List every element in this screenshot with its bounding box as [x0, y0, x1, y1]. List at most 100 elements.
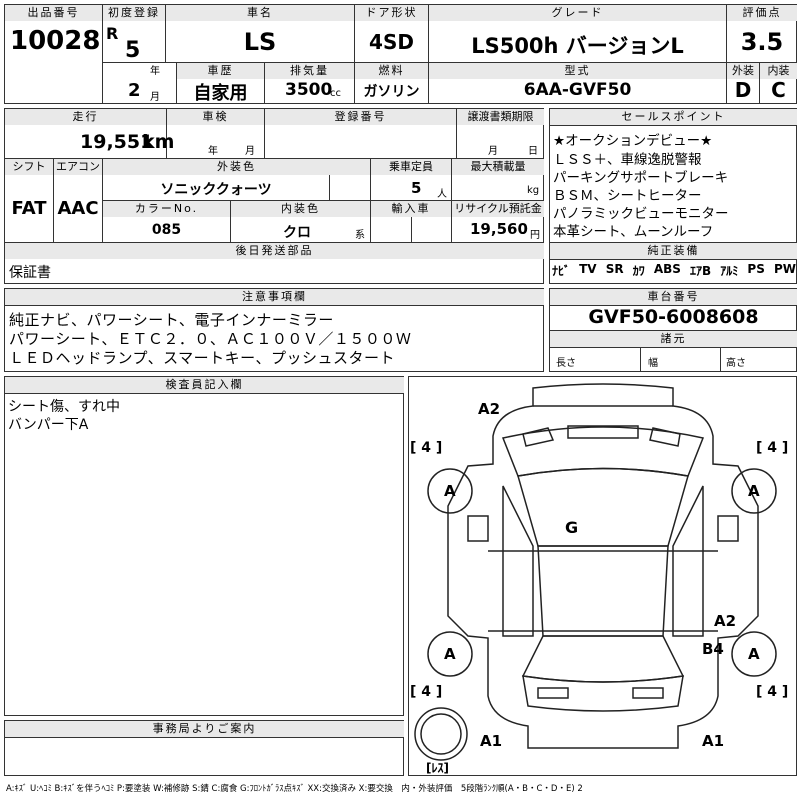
capacity-label: 乗車定員 — [371, 159, 451, 175]
tire-mark: A — [444, 645, 456, 663]
capacity-unit: 人 — [437, 189, 447, 200]
car-name: LS — [243, 28, 277, 56]
tread-depth: [ 4 ] — [410, 684, 443, 700]
equipment-item: PS — [747, 262, 765, 276]
history-label: 車歴 — [177, 63, 264, 79]
score: 3.5 — [740, 28, 784, 56]
year-unit: 年 — [150, 66, 160, 77]
sales-points-block — [549, 108, 797, 284]
mileage-unit: km — [142, 131, 175, 153]
model-label: 型式 — [429, 63, 726, 79]
notes-line: パワーシート、ＥＴＣ２．０、ＡＣ１００Ｖ／１５００Ｗ — [9, 330, 412, 348]
spare-tire-mark: [ﾚｽ] — [426, 761, 449, 775]
tread-depth: [ 4 ] — [756, 440, 789, 456]
equipment-list: ﾅﾋﾞ TV SR ｶﾜ ABS ｴｱB ｱﾙﾐ PS PW — [552, 262, 796, 279]
inspection-year-unit: 年 — [208, 146, 218, 157]
month-unit: 月 — [150, 92, 160, 103]
grade: LS500h バージョンL — [471, 34, 684, 58]
notes-line: ＬＥＤヘッドランプ、スマートキー、プッシュスタート — [9, 349, 396, 367]
fuel-label: 燃料 — [355, 63, 428, 79]
ext-color-label: 外装色 — [103, 159, 370, 175]
int-color: クロ — [283, 225, 311, 241]
era: R — [106, 24, 119, 43]
reg-year: 5 — [125, 38, 141, 63]
damage-mark: A2 — [478, 400, 501, 418]
inspection-label: 車検 — [167, 109, 264, 125]
lot-no-label: 出品番号 — [5, 5, 102, 21]
ext-grade: D — [734, 78, 752, 102]
damage-mark: A1 — [702, 732, 725, 750]
width-label: 幅 — [648, 358, 658, 369]
displacement-unit: cc — [330, 88, 341, 99]
damage-mark: G — [565, 518, 579, 537]
equipment-item: ABS — [653, 262, 681, 276]
load-label: 最大積載量 — [452, 159, 544, 175]
notes-line: 純正ナビ、パワーシート、電子インナーミラー — [9, 311, 334, 329]
equipment-item: ｶﾜ — [632, 264, 645, 278]
equipment-item: SR — [605, 262, 624, 276]
int-color-label: 内装色 — [231, 201, 370, 217]
shift: FAT — [11, 198, 47, 219]
equipment-item: ｴｱB — [690, 264, 712, 278]
door-type: 4SD — [369, 30, 414, 54]
dims-label: 諸元 — [550, 331, 797, 348]
damage-mark: A1 — [480, 732, 503, 750]
recycle-fee: 19,560 — [470, 220, 528, 238]
inspector-line: バンパー下A — [8, 417, 89, 433]
chassis-label: 車台番号 — [550, 289, 797, 306]
mileage: 19,551 — [80, 131, 154, 153]
equipment-label: 純正装備 — [550, 243, 797, 260]
equipment-item: TV — [579, 262, 597, 276]
score-label: 評価点 — [727, 5, 797, 21]
color-no: 085 — [151, 222, 182, 238]
car-diagram — [408, 376, 797, 776]
vehicle-info-block — [4, 108, 544, 284]
tire-mark: A — [748, 645, 760, 663]
inspector-block — [4, 376, 404, 716]
damage-legend: A:ｷｽﾞ U:ﾍｺﾐ B:ｷｽﾞを伴うﾍｺﾐ P:要塗装 W:補修跡 S:錆 … — [6, 784, 583, 794]
import-label: 輸入車 — [371, 201, 451, 217]
sales-points-label: セールスポイント — [550, 109, 797, 126]
damage-mark: A2 — [714, 612, 737, 630]
inspection-month-unit: 月 — [245, 146, 255, 157]
equipment-item: PW — [773, 262, 796, 276]
tread-depth: [ 4 ] — [756, 684, 789, 700]
sales-point-line: パノラミックビューモニター — [553, 206, 729, 222]
int-grade-label: 内装 — [760, 63, 797, 79]
transfer-day-unit: 日 — [528, 146, 538, 157]
ext-color: ソニッククォーツ — [160, 182, 272, 198]
color-no-label: カラーNo. — [103, 201, 230, 217]
inspector-line: シート傷、すれ中 — [8, 399, 120, 415]
lot-no: 10028 — [10, 26, 101, 56]
grade-label: グレード — [429, 5, 726, 21]
recycle-unit: 円 — [530, 230, 540, 241]
mileage-label: 走行 — [5, 109, 166, 125]
sales-point-line: 本革シート、ムーンルーフ — [553, 224, 714, 240]
displacement-label: 排気量 — [265, 63, 354, 79]
transfer-label: 譲渡書類期限 — [457, 109, 544, 125]
notes-label: 注意事項欄 — [5, 289, 544, 306]
car-outline — [414, 383, 777, 761]
displacement: 3500 — [285, 80, 333, 100]
office-label: 事務局よりご案内 — [5, 721, 404, 738]
load-unit: kg — [527, 185, 540, 196]
header-block — [4, 4, 797, 104]
office-block — [4, 720, 404, 776]
height-label: 高さ — [726, 358, 746, 369]
ext-grade-label: 外装 — [727, 63, 759, 79]
length-label: 長さ — [556, 358, 576, 369]
first-reg-label: 初度登録 — [103, 5, 165, 21]
inspector-label: 検査員記入欄 — [5, 377, 404, 394]
int-color-unit: 系 — [355, 230, 365, 241]
ac: AAC — [57, 198, 99, 219]
fuel: ガソリン — [363, 84, 420, 100]
ac-label: エアコン — [54, 159, 102, 175]
reg-month: 2 — [128, 80, 141, 101]
chassis-no: GVF50-6008608 — [588, 306, 759, 328]
tire-mark: A — [444, 482, 456, 500]
capacity: 5 — [411, 179, 422, 197]
later-parts-label: 後日発送部品 — [5, 243, 544, 259]
reg-no-label: 登録番号 — [265, 109, 456, 125]
damage-mark: B4 — [702, 640, 724, 658]
model-code: 6AA-GVF50 — [523, 80, 632, 100]
